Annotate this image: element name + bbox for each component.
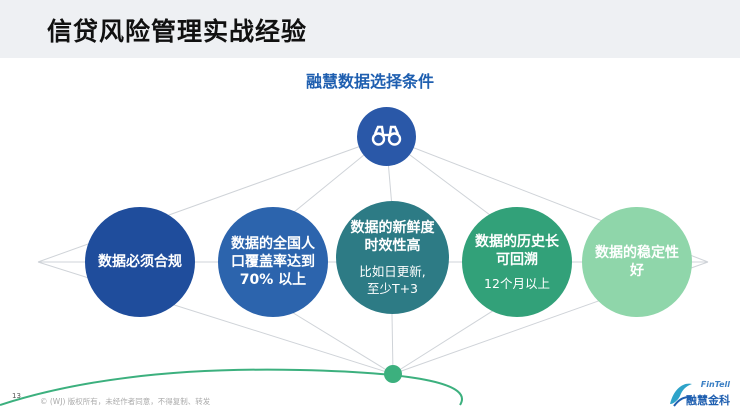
circle-history-note: 12个月以上	[484, 275, 550, 291]
company-logo: FinTell 融慧金科	[668, 378, 730, 412]
circle-freshness-label: 数据的新鲜度时效性高	[350, 219, 435, 254]
header-band	[0, 0, 740, 58]
line-bottom-c4	[392, 299, 511, 375]
line-bottom-c3	[391, 313, 394, 375]
logo-name-en: FinTell	[700, 380, 730, 389]
logo-name-cn: 融慧金科	[686, 394, 730, 407]
circle-freshness-note: 比如日更新, 至少T+3	[359, 263, 426, 296]
circle-stability: 数据的稳定性好	[582, 207, 692, 317]
circle-compliance: 数据必须合规	[85, 207, 195, 317]
circle-freshness: 数据的新鲜度时效性高 比如日更新, 至少T+3	[336, 201, 449, 314]
dolphin-logo-icon	[670, 383, 693, 407]
page-title: 信贷风险管理实战经验	[47, 17, 308, 46]
decorative-green-arc	[0, 368, 463, 406]
circle-coverage: 数据的全国人口覆盖率达到70% 以上	[218, 207, 328, 317]
copyright-text: © (WJ) 版权所有，未经作者同意，不得复制、转发	[40, 397, 211, 406]
section-subtitle: 融慧数据选择条件	[305, 72, 434, 91]
circle-history: 数据的历史长可回溯 12个月以上	[462, 207, 572, 317]
binoculars-icon	[371, 125, 402, 146]
top-node	[357, 107, 416, 166]
bottom-node	[384, 365, 402, 383]
page-number: 13	[12, 392, 21, 400]
circle-coverage-label: 数据的全国人口覆盖率达到70% 以上	[231, 236, 315, 288]
circle-history-label: 数据的历史长可回溯	[475, 233, 559, 268]
circle-compliance-label: 数据必须合规	[98, 254, 182, 270]
circle-stability-label: 数据的稳定性好	[595, 245, 679, 279]
